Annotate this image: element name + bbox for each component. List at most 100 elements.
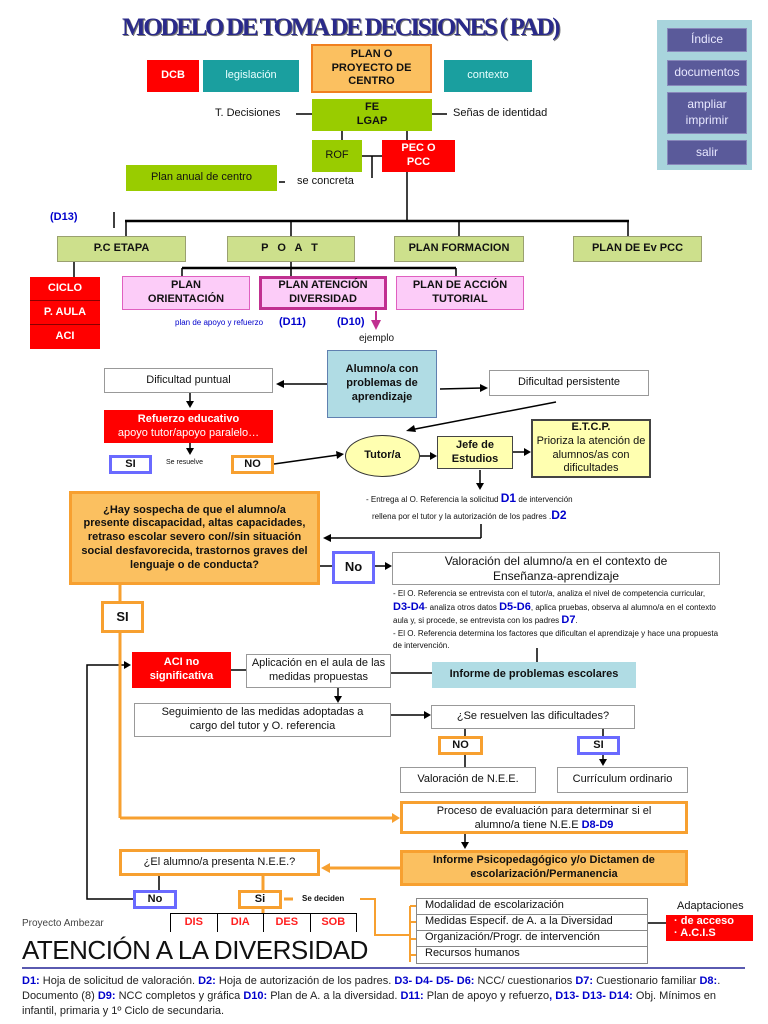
- dificultad-persistente-box: Dificultad persistente: [489, 370, 649, 396]
- entrega-text-2: rellena por el tutor y la autorización d…: [372, 508, 567, 524]
- poat-box: P O A T: [227, 236, 355, 262]
- legend-code: D2:: [198, 975, 216, 987]
- legislacion-box: legislación: [203, 60, 299, 92]
- desc-part: - El O. Referencia determina los factore…: [393, 628, 719, 651]
- plan-formacion-box: PLAN FORMACION: [394, 236, 524, 262]
- entrega-part: rellena por el tutor y la autorización d…: [372, 512, 552, 521]
- legend-text: Hoja de autorización de los padres.: [215, 975, 395, 987]
- se-concreta-label: se concreta: [297, 175, 354, 187]
- legend-text: NCC completos y gráfica: [115, 990, 244, 1002]
- alumno-problemas-box: Alumno/a con problemas de aprendizaje: [327, 350, 437, 418]
- ciclo-box: CICLO: [30, 277, 100, 301]
- type-sob: SOB: [321, 916, 346, 929]
- d5-d6-ref: D5-D6: [499, 600, 531, 613]
- se-resuelven-box: ¿Se resuelven las dificultades?: [431, 705, 635, 729]
- d3-d4-ref: D3-D4: [393, 600, 425, 613]
- seguimiento-box: Seguimiento de las medidas adoptadas a c…: [134, 703, 391, 737]
- footer-legend: D1: Hoja de solicitud de valoración. D2:…: [22, 974, 752, 1019]
- se-deciden-label: Se deciden: [302, 894, 345, 903]
- plan-apoyo-label: plan de apoyo y refuerzo: [175, 318, 264, 327]
- aci-no-significativa-box: ACI no significativa: [132, 652, 231, 688]
- desc-part: .: [575, 616, 578, 625]
- si-box-4: Si: [238, 890, 282, 909]
- entrega-text-1: - Entrega al O. Referencia la solicitud …: [366, 491, 573, 507]
- medidas-item: Modalidad de escolarización: [417, 899, 647, 915]
- refuerzo-sub: apoyo tutor/apoyo paralelo…: [117, 426, 260, 439]
- nee-types-row: DIS DIA DES SOB: [170, 913, 357, 932]
- curriculum-ordinario-box: Currículum ordinario: [557, 767, 688, 793]
- si-box-1: SI: [109, 455, 152, 474]
- d10-label: (D10): [337, 316, 365, 328]
- documentos-button[interactable]: documentos: [667, 60, 747, 86]
- plan-atencion-diversidad-box: PLAN ATENCIÓN DIVERSIDAD: [259, 276, 387, 310]
- salir-button[interactable]: salir: [667, 140, 747, 165]
- legend-text: Hoja de solicitud de valoración.: [39, 975, 199, 987]
- tutor-ellipse: Tutor/a: [345, 435, 420, 477]
- d8-d9-ref: D8-D9: [581, 818, 614, 831]
- plan-proyecto-centro-box: PLAN O PROYECTO DE CENTRO: [311, 44, 432, 93]
- d13-label: (D13): [50, 211, 78, 223]
- dcb-box: DCB: [147, 60, 199, 92]
- atencion-diversidad-heading: ATENCIÓN A LA DIVERSIDAD: [22, 935, 368, 965]
- desc-part: - analiza otros datos: [424, 602, 497, 612]
- adaptaciones-label: Adaptaciones: [677, 900, 744, 912]
- plan-anual-box: Plan anual de centro: [126, 165, 277, 191]
- valoracion-description: - El O. Referencia se entrevista con el …: [393, 588, 723, 653]
- no-box-4: No: [133, 890, 177, 909]
- pc-etapa-box: P.C ETAPA: [57, 236, 186, 262]
- legend-text: Plan de A. a la diversidad.: [267, 990, 401, 1002]
- aplicacion-box: Aplicación en el aula de las medidas pro…: [246, 654, 391, 688]
- desc-part: - El O. Referencia se entrevista con el …: [393, 589, 706, 598]
- proceso-evaluacion-box: Proceso de evaluación para determinar si…: [400, 801, 688, 834]
- legend-code: D11:: [400, 990, 424, 1002]
- valoracion-box: Valoración del alumno/a en el contexto d…: [392, 552, 720, 585]
- plan-ev-pcc-box: PLAN DE Ev PCC: [573, 236, 702, 262]
- t-decisiones-label: T. Decisiones: [215, 107, 281, 119]
- ampliar-imprimir-button[interactable]: ampliar imprimir: [667, 92, 747, 134]
- etcp-text: Prioriza la atención de alumnos/as con d…: [536, 434, 646, 475]
- no-box-2: No: [332, 551, 375, 584]
- valoracion-nee-box: Valoración de N.E.E.: [400, 767, 536, 793]
- refuerzo-educativo-box: Refuerzo educativo apoyo tutor/apoyo par…: [104, 410, 273, 443]
- jefe-estudios-box: Jefe de Estudios: [437, 436, 513, 469]
- dificultad-puntual-box: Dificultad puntual: [104, 368, 273, 393]
- de-acceso-item: · de acceso: [674, 915, 734, 927]
- medidas-item: Medidas Especif. de A. a la Diversidad: [417, 915, 647, 931]
- legend-code: D10:: [243, 990, 268, 1002]
- informe-problemas-box: Informe de problemas escolares: [432, 662, 636, 688]
- plan-accion-tutorial-box: PLAN DE ACCIÓN TUTORIAL: [396, 276, 524, 310]
- legend-text: Plan de apoyo y refuerzo: [423, 990, 550, 1002]
- acis-item: · A.C.I.S: [674, 927, 716, 939]
- legend-text: . Documento (8): [22, 975, 721, 1002]
- legend-code: D9:: [97, 990, 116, 1002]
- sospecha-question-box: ¿Hay sospecha de que el alumno/a present…: [69, 491, 320, 585]
- proyecto-label: Proyecto Ambezar: [22, 918, 104, 929]
- medidas-item: Recursos humanos: [425, 947, 520, 959]
- no-box-3: NO: [438, 736, 483, 755]
- no-box-1: NO: [231, 455, 274, 474]
- legend-code: D1:: [22, 975, 40, 987]
- medidas-item: Organización/Progr. de intervención: [417, 931, 647, 947]
- d7-ref: D7: [561, 614, 576, 626]
- legend-code: D7:: [575, 975, 594, 987]
- d11-label: (D11): [279, 316, 306, 328]
- si-box-3: SI: [577, 736, 620, 755]
- presenta-nee-box: ¿El alumno/a presenta N.E.E.?: [119, 849, 320, 876]
- legend-code: , D13- D13- D14:: [549, 990, 633, 1002]
- indice-button[interactable]: Índice: [667, 28, 747, 52]
- se-resuelve-label: Se resuelve: [166, 459, 203, 466]
- page-title: MODELO DE TOMA DE DECISIONES ( PAD): [122, 14, 561, 41]
- type-dia: DIA: [218, 914, 264, 932]
- legend-code: D3- D4- D5- D6:: [394, 975, 475, 987]
- d1-ref: D1: [500, 491, 517, 505]
- desc-part: , aplica pruebas, observa al alumno/a en…: [393, 602, 716, 626]
- contexto-box: contexto: [444, 60, 532, 92]
- medidas-list: Modalidad de escolarización Medidas Espe…: [416, 898, 648, 964]
- si-box-2: SI: [101, 601, 144, 633]
- adaptaciones-box: · de acceso · A.C.I.S: [666, 915, 753, 941]
- legend-text: Cuestionario familiar: [593, 975, 700, 987]
- entrega-part: de intervención: [518, 495, 573, 504]
- informe-psicopedagogico-box: Informe Psicopedagógico y/o Dictamen de …: [400, 850, 688, 886]
- ejemplo-label: ejemplo: [359, 333, 395, 344]
